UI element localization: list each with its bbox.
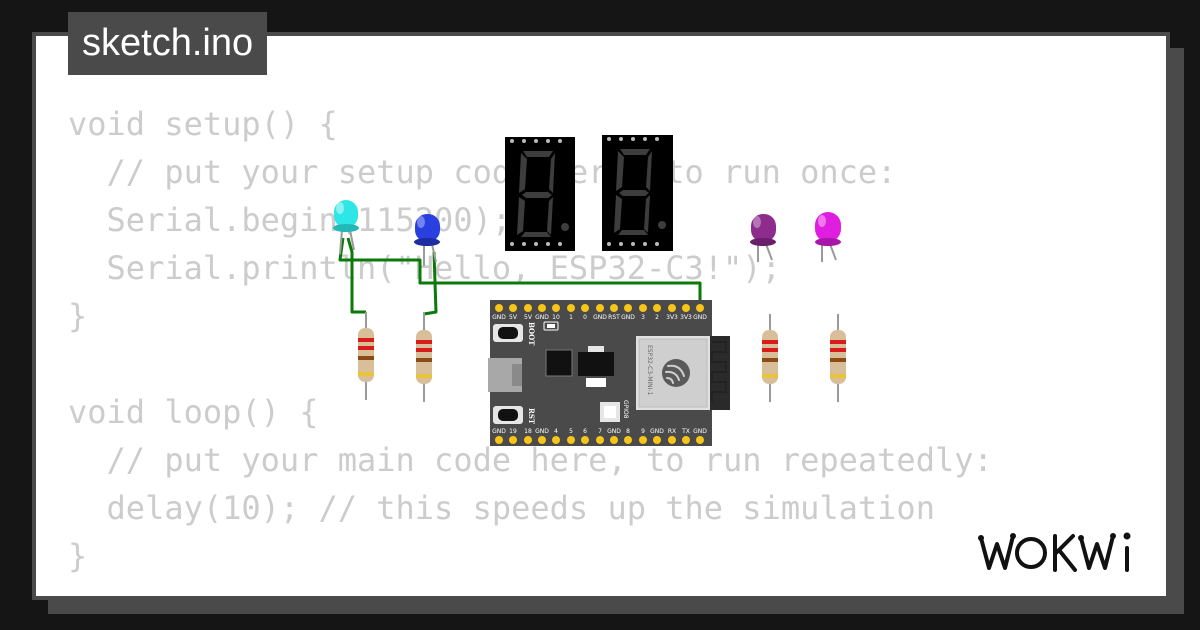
esp32-c3-module: ESP32-C3-MINI-1 — [636, 336, 710, 410]
pin-label: RST — [608, 314, 620, 321]
pin-label: 0 — [583, 314, 587, 321]
pin-label: GND — [535, 428, 549, 435]
boot-button[interactable] — [493, 324, 523, 342]
led-blue[interactable] — [414, 214, 440, 266]
pin-label: GND — [607, 428, 621, 435]
pin-label: GND — [693, 314, 707, 321]
wire-cyan-to-gnd — [338, 237, 702, 306]
wire-cyan-to-resistor — [346, 237, 366, 314]
boot-label: BOOT — [527, 322, 536, 346]
pin-label: 3 — [641, 314, 645, 321]
module-label: ESP32-C3-MINI-1 — [646, 345, 653, 396]
pin-label: GND — [621, 314, 635, 321]
pin-label: 3V3 — [680, 314, 692, 321]
espressif-logo-icon — [662, 359, 690, 387]
led-purple[interactable] — [750, 214, 776, 262]
code-line: Serial.begin(115200); — [68, 201, 512, 239]
regulator-pad — [586, 378, 606, 387]
reset-button[interactable] — [493, 406, 523, 424]
code-line: delay(10); // this speeds up the simulat… — [68, 489, 935, 527]
regulator-chip — [578, 352, 614, 376]
pin-label: 5V — [524, 314, 533, 321]
pin-label: 5V — [509, 314, 518, 321]
code-line: // put your main code here, to run repea… — [68, 441, 993, 479]
code-line: } — [68, 537, 88, 575]
code-line: void loop() { — [68, 393, 319, 431]
wokwi-logo — [978, 532, 1131, 572]
wire-blue-to-resistor — [423, 251, 438, 316]
led-magenta[interactable] — [815, 212, 841, 262]
code-line: } — [68, 297, 88, 335]
bottom-pin-labels: GND 19 18 GND 4 5 6 7 GND 8 9 GND RX TX … — [492, 428, 707, 435]
pin-label: GND — [650, 428, 664, 435]
top-pin-labels: GND 5V 5V GND 10 1 0 GND RST GND 3 2 3V3… — [492, 314, 707, 321]
led-indicator — [543, 321, 559, 331]
pin-label: 19 — [509, 428, 517, 435]
esp32-c3-board[interactable]: GND 5V 5V GND 10 1 0 GND RST GND 3 2 3V3… — [488, 300, 730, 446]
seven-segment-display-2[interactable] — [602, 135, 673, 251]
pin-label: 3V3 — [666, 314, 678, 321]
pin-label: GND — [593, 314, 607, 321]
led-indicator-fill — [547, 324, 555, 328]
rgb-led-inner — [604, 406, 616, 418]
pin-label: RX — [668, 428, 676, 435]
resistor-2[interactable] — [416, 312, 432, 402]
usb-port-inner — [512, 364, 522, 386]
resistor-4[interactable] — [830, 314, 846, 402]
rst-label: RST — [527, 408, 536, 425]
pin-label: 4 — [554, 428, 558, 435]
top-pin-pads — [495, 304, 704, 312]
pin-label: 9 — [641, 428, 645, 435]
pin-label: GND — [693, 428, 707, 435]
pin-label: 6 — [583, 428, 587, 435]
pin-label: 8 — [626, 428, 630, 435]
pin-label: 2 — [655, 314, 659, 321]
led-cyan[interactable] — [333, 200, 359, 255]
pin-label: GND — [535, 314, 549, 321]
pin-label: GND — [492, 428, 506, 435]
pin-label: 18 — [524, 428, 532, 435]
code-line: void setup() { — [68, 105, 338, 143]
resistor-3[interactable] — [762, 314, 778, 402]
code-line: Serial.println("Hello, ESP32-C3!"); — [68, 249, 781, 287]
tab-sketch-ino[interactable]: sketch.ino — [68, 12, 268, 75]
resistor-1[interactable] — [358, 312, 374, 400]
gpio-label: GPIO8 — [622, 400, 629, 419]
bottom-pin-pads — [495, 436, 704, 444]
pin-label: 5 — [569, 428, 573, 435]
pin-label: 1 — [569, 314, 573, 321]
seven-segment-display-1[interactable] — [505, 137, 575, 251]
regulator-tab — [588, 346, 604, 352]
wires — [338, 237, 702, 316]
usb-chip — [545, 349, 573, 377]
pin-label: TX — [681, 428, 690, 435]
pin-label: 7 — [598, 428, 602, 435]
pin-label: GND — [492, 314, 506, 321]
pin-label: 10 — [552, 314, 560, 321]
